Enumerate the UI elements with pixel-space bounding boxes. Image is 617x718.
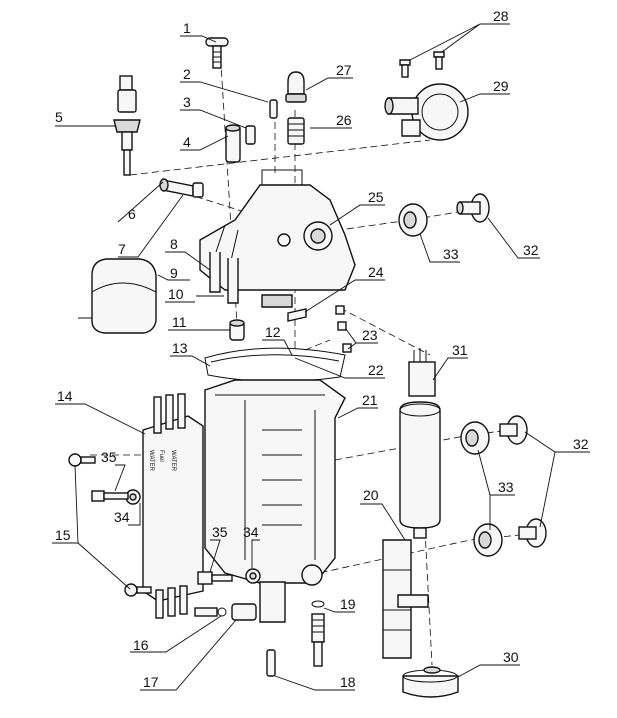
callout-14: 14 xyxy=(57,388,73,404)
callout-17: 17 xyxy=(143,674,159,690)
part-5-sensor xyxy=(113,75,141,176)
part-32-grommet-upper xyxy=(456,193,490,223)
part-33-grommet-low xyxy=(473,523,503,557)
part-35-bolt-left xyxy=(91,490,129,502)
part-18-pin xyxy=(266,649,276,677)
callout-26: 26 xyxy=(336,112,352,128)
callout-33-top: 33 xyxy=(443,246,459,262)
callout-labels: 1 2 3 4 5 6 7 8 9 10 11 12 13 14 15 16 1… xyxy=(55,8,589,690)
callout-28: 28 xyxy=(493,8,509,24)
callout-12: 12 xyxy=(265,324,281,340)
part-27-cap xyxy=(285,71,307,103)
part-6-fitting xyxy=(159,178,204,198)
callout-15: 15 xyxy=(55,527,71,543)
part-32-grommet-mid xyxy=(499,415,528,445)
callout-21: 21 xyxy=(362,392,378,408)
callout-2: 2 xyxy=(183,66,191,82)
callout-22: 22 xyxy=(368,362,384,378)
callout-34-left: 34 xyxy=(114,509,130,525)
part-1-screw xyxy=(205,37,229,69)
part-13-gasket xyxy=(204,347,346,383)
part-4-sleeve xyxy=(225,124,241,163)
callout-11: 11 xyxy=(172,314,187,330)
callout-29: 29 xyxy=(493,78,509,94)
callout-19: 19 xyxy=(340,596,356,612)
part-17-oring xyxy=(231,603,257,621)
part-20-strainer xyxy=(382,539,429,659)
callout-32-right: 32 xyxy=(573,436,589,452)
callout-4: 4 xyxy=(183,134,191,150)
part-21-housing xyxy=(204,379,346,623)
callout-30: 30 xyxy=(503,649,519,665)
part-16-outlet xyxy=(194,607,227,617)
callout-35-right: 35 xyxy=(212,524,228,540)
callout-23: 23 xyxy=(362,327,378,343)
callout-8: 8 xyxy=(170,236,178,252)
part-33-grommet-mid xyxy=(460,421,490,455)
callout-7: 7 xyxy=(118,241,126,257)
callout-9: 9 xyxy=(170,265,178,281)
part-30-base xyxy=(402,666,459,698)
callout-34-right: 34 xyxy=(243,524,259,540)
part-32-grommet-low xyxy=(518,518,547,548)
callout-6: 6 xyxy=(128,206,136,222)
part-31-fuel-pump xyxy=(399,348,441,539)
part-28-screws xyxy=(399,51,445,78)
callout-35-left: 35 xyxy=(101,449,117,465)
callout-16: 16 xyxy=(133,637,149,653)
callout-32-top: 32 xyxy=(523,242,539,258)
callout-18: 18 xyxy=(340,674,356,690)
callout-1: 1 xyxy=(183,20,191,36)
part-34-washer-right xyxy=(245,568,261,584)
part-14-separator: WATER Fuel WATER xyxy=(142,393,204,619)
callout-24: 24 xyxy=(368,264,384,280)
part-35-bolt-right xyxy=(197,571,233,585)
callout-20: 20 xyxy=(363,487,379,503)
svg-text:Fuel: Fuel xyxy=(158,450,164,462)
callout-5: 5 xyxy=(55,109,63,125)
callout-13: 13 xyxy=(172,340,188,356)
svg-text:WATER: WATER xyxy=(170,450,176,472)
part-24-valve xyxy=(287,308,307,322)
callout-31: 31 xyxy=(452,342,468,358)
callout-27: 27 xyxy=(336,62,352,78)
part-25-pump-head xyxy=(199,169,356,308)
part-11-bushing xyxy=(229,319,245,341)
part-23-screws xyxy=(335,305,352,353)
part-19-fitting xyxy=(311,600,325,667)
part-3-sleeve xyxy=(245,125,256,145)
part-33-grommet-upper xyxy=(398,203,428,237)
part-29-regulator xyxy=(384,83,469,141)
part-2-pin xyxy=(269,99,278,119)
callout-10: 10 xyxy=(168,286,184,302)
part-34-washer-left xyxy=(125,489,141,505)
callout-33-right: 33 xyxy=(498,479,514,495)
callout-25: 25 xyxy=(368,189,384,205)
callout-3: 3 xyxy=(183,94,191,110)
part-26-fitting xyxy=(287,117,305,145)
leader-lines xyxy=(52,23,590,691)
svg-text:WATER: WATER xyxy=(148,450,154,472)
part-9-cover xyxy=(78,258,157,334)
